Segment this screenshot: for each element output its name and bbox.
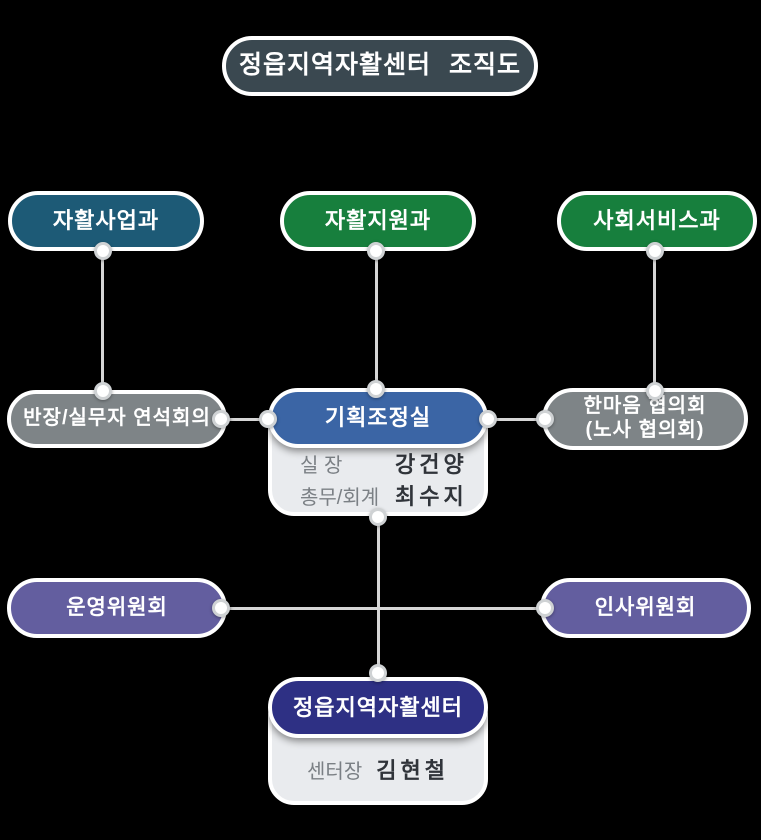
connector-dot <box>646 242 664 260</box>
planning-staff-name-2: 최수지 <box>395 484 468 509</box>
node-center-label: 정읍지역자활센터 <box>293 694 463 720</box>
node-unyeong-committee-label: 운영위원회 <box>66 595 168 619</box>
connector-line-banjang-planning <box>220 418 270 421</box>
connector-dot <box>536 599 554 617</box>
connector-dot <box>212 410 230 428</box>
connector-line-planning-hanmaeum <box>487 418 545 421</box>
node-unyeong-committee: 운영위원회 <box>7 578 227 638</box>
connector-dot <box>367 380 385 398</box>
node-jahwal-jiwon-label: 자활지원과 <box>324 208 432 234</box>
connector-line-mid-vertical <box>375 250 378 390</box>
node-planning-office-label: 기획조정실 <box>324 405 432 431</box>
center-staff: 센터장 김현철 <box>268 738 488 800</box>
planning-staff-role-1: 실 장 <box>300 455 343 477</box>
connector-line-center-vertical <box>377 517 380 675</box>
node-sahoe-service: 사회서비스과 <box>557 191 757 251</box>
connector-dot <box>369 508 387 526</box>
connector-dot <box>536 410 554 428</box>
chart-title: 정읍지역자활센터 조직도 <box>222 36 538 96</box>
planning-staff-role-2: 총무/회계 <box>300 487 380 509</box>
node-jahwal-saeop-label: 자활사업과 <box>52 208 160 234</box>
center-staff-role: 센터장 <box>307 761 363 783</box>
connector-line-left-vertical <box>101 250 104 392</box>
connector-dot <box>94 382 112 400</box>
planning-staff-row-1: 실 장 강건양 <box>300 447 488 479</box>
chart-title-label: 정읍지역자활센터 조직도 <box>239 51 521 80</box>
connector-dot <box>259 410 277 428</box>
planning-staff: 실 장 강건양 총무/회계 최수지 <box>300 448 488 510</box>
node-hanmaeum-council-line1: 한마음 협의회 <box>583 395 707 418</box>
connector-dot <box>369 664 387 682</box>
connector-dot <box>94 242 112 260</box>
node-banjang-council-label: 반장/실무자 연석회의 <box>23 407 211 430</box>
connector-line-right-vertical <box>653 250 656 392</box>
node-sahoe-service-label: 사회서비스과 <box>593 208 721 234</box>
planning-staff-row-2: 총무/회계 최수지 <box>300 479 488 511</box>
connector-dot <box>212 599 230 617</box>
node-banjang-council: 반장/실무자 연석회의 <box>7 390 227 448</box>
center-staff-row: 센터장 김현철 <box>307 753 449 785</box>
node-hanmaeum-council-line2: (노사 협의회) <box>585 419 705 441</box>
center-staff-name: 김현철 <box>376 758 449 783</box>
node-center: 정읍지역자활센터 <box>268 677 488 738</box>
node-insa-committee: 인사위원회 <box>540 578 751 638</box>
planning-staff-name-1: 강건양 <box>395 452 468 477</box>
connector-dot <box>646 382 664 400</box>
node-insa-committee-label: 인사위원회 <box>594 595 697 619</box>
node-hanmaeum-council: 한마음 협의회 (노사 협의회) <box>542 388 748 450</box>
connector-dot <box>367 242 385 260</box>
connector-line-committees-horizontal <box>220 607 542 610</box>
connector-dot <box>479 410 497 428</box>
node-jahwal-jiwon: 자활지원과 <box>280 191 476 251</box>
